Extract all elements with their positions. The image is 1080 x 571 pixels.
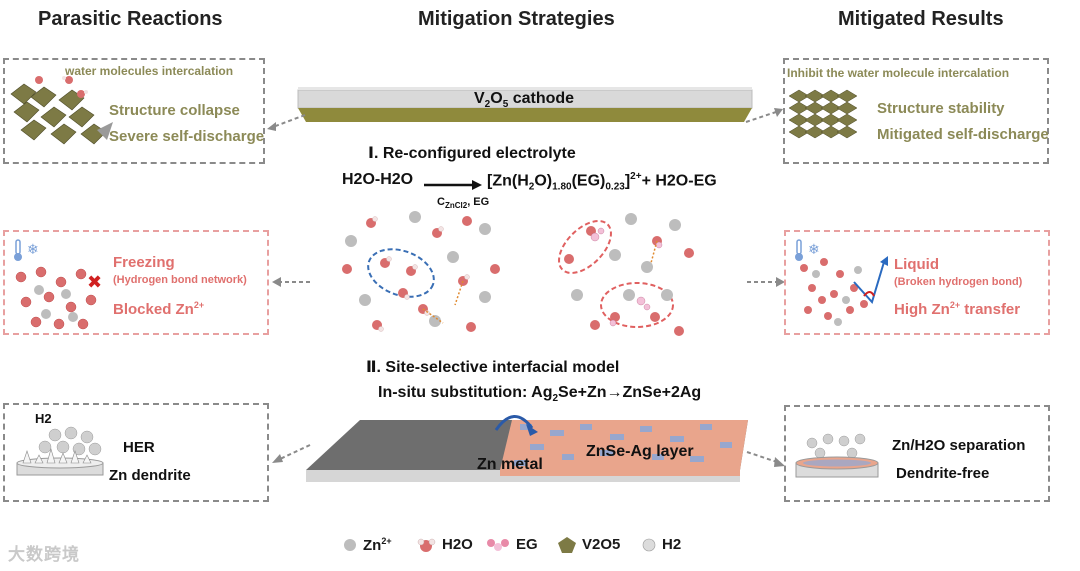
box-liquid: ❄ Liquid (Broken hydrogen bond) High Zn2… [784,230,1050,335]
cathode-label: V2O5 cathode [474,90,575,111]
svg-text:✖: ✖ [87,272,102,293]
arrow-to-left-row3 [272,444,311,463]
box-structure-stability: Inhibit the water molecule intercalation… [783,58,1049,164]
structure-stability-label: Structure stability [877,100,1005,117]
box-structure-collapse: water molecules intercalation Structure … [3,58,265,164]
zn-dendrite-label: Zn dendrite [109,467,191,484]
liquid-label: Liquid [894,256,939,273]
legend-eg: EG [486,536,538,553]
reaction-arrow [424,180,482,190]
header-mitigation-strategies: Mitigation Strategies [418,8,615,30]
her-label: HER [123,439,155,456]
arrow-to-right-row1 [745,108,783,123]
legend-h2o: H2O [417,536,473,553]
box-her-dendrite: H2 HER Zn dendrite [3,403,269,502]
hydrogen-bond-network-label: (Hydrogen bond network) [113,274,247,286]
svg-text:❄: ❄ [27,242,39,258]
thermometer-snowflake-icon: ❄ [795,239,820,261]
legend-v2o5: V2O5 [558,536,620,553]
blocked-zn-label: Blocked Zn2+ [113,300,205,318]
h2-label: H2 [35,411,52,426]
header-parasitic-reactions: Parasitic Reactions [38,8,223,30]
arrow-condition-label: CZnCl2, EG [437,196,490,211]
header-mitigated-results: Mitigated Results [838,8,1004,30]
eg-cluster-right [558,213,694,336]
znse-ag-layer-label: ZnSe-Ag layer [586,443,694,460]
dendrite-free-label: Dendrite-free [896,465,990,482]
section-title-interfacial: Ⅱ. Site-selective interfacial model [366,359,620,376]
v2o5-crystal-icon [558,536,576,553]
arrow-to-left-row2 [272,277,310,287]
collapsed-v2o5-lattice-icon [10,76,113,145]
broken-hydrogen-bond-label: (Broken hydrogen bond) [894,276,1023,288]
v2o5-cathode-slab [297,87,753,122]
arrow-to-right-row2 [747,277,785,287]
high-zn-transfer-label: High Zn2+ transfer [894,300,1021,318]
hydrogen-bond-network-icon: ✖ [15,266,102,330]
water-intercalation-label: water molecules intercalation [65,64,234,78]
inhibit-intercalation-label: Inhibit the water molecule intercalation [787,66,1010,80]
zn-dendrite-icon [16,426,104,476]
box-freezing: ❄ ✖ Freezing (Hydrogen bond network) Blo… [3,230,269,335]
stable-v2o5-lattice-icon [788,89,858,139]
ethylene-glycol-icon [487,538,509,551]
thermometer-snowflake-icon: ❄ [14,239,39,261]
box-dendrite-free: Zn/H2O separation Dendrite-free [784,405,1050,502]
zn-ion-icon [344,539,356,551]
equation-left: H2O-H2O [342,171,414,188]
legend-zn2plus: Zn2+ [343,536,392,554]
section-title-electrolyte: Ⅰ. Re-configured electrolyte [368,145,576,162]
legend-h2: H2 [642,536,681,553]
watermark: 大数跨境 [8,545,80,564]
water-cluster-left [342,211,500,332]
zn-metal-slab [306,415,748,482]
broken-hydrogen-bond-icon [800,256,888,326]
svg-text:❄: ❄ [808,242,820,258]
equation-right: [Zn(H2O)1.80(EG)0.23]2++ H2O-EG [487,171,717,193]
zn-metal-label: Zn metal [477,456,543,473]
structure-collapse-label: Structure collapse [109,102,240,119]
freezing-label: Freezing [113,254,175,271]
water-molecule-icon [417,538,436,552]
zn-h2o-separation-label: Zn/H2O separation [892,437,1026,454]
substitution-reaction: In-situ substitution: Ag2Se+Zn→ZnSe+2Ag [378,384,702,405]
mitigated-self-discharge-label: Mitigated self-discharge [877,126,1049,143]
severe-self-discharge-label: Severe self-discharge [109,128,265,145]
arrow-to-left-row1 [267,114,306,131]
arrow-to-right-row3 [746,451,785,467]
hydrogen-gas-icon [642,538,656,551]
protected-zn-disk-icon [795,433,879,478]
